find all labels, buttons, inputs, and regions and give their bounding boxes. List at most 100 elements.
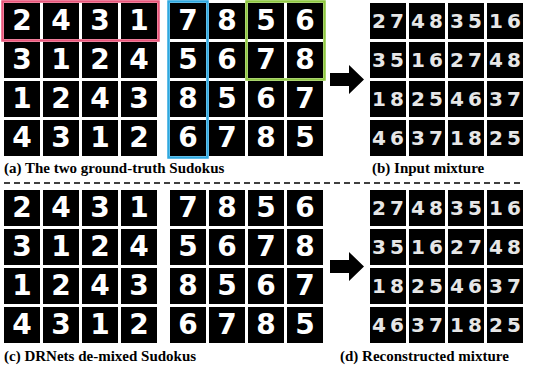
digit-label: 3 xyxy=(43,307,79,343)
mixture-digit: 3 xyxy=(370,42,388,78)
mixture-digit: 4 xyxy=(487,42,505,78)
mixture-digit: 5 xyxy=(466,190,484,226)
mixture-digit: 7 xyxy=(388,190,406,226)
digit-label: 7 xyxy=(170,3,206,39)
digit-label: 4 xyxy=(82,81,118,117)
mixture-digit: 5 xyxy=(427,268,445,304)
mixture-digit: 1 xyxy=(409,229,427,265)
mixture-digit: 7 xyxy=(388,3,406,39)
arrow-symbol xyxy=(330,65,364,94)
mixture-digit: 8 xyxy=(466,307,484,343)
digit-label: 3 xyxy=(4,229,40,265)
digit-label: 4 xyxy=(43,190,79,226)
mixture-digit: 1 xyxy=(370,81,388,117)
sudoku-grid xyxy=(4,3,157,156)
caption-label: (b) Input mixture xyxy=(372,158,484,178)
mixture-digit: 3 xyxy=(448,190,466,226)
caption-label: (d) Reconstructed mixture xyxy=(340,346,509,366)
digit-label: 8 xyxy=(170,81,206,117)
mixture-digit: 3 xyxy=(409,120,427,156)
digit-label: 2 xyxy=(43,268,79,304)
digit-label: 6 xyxy=(170,307,206,343)
digit-label: 2 xyxy=(121,120,157,156)
mixture-digit: 8 xyxy=(388,268,406,304)
mixture-digit: 8 xyxy=(427,190,445,226)
mixture-digit: 7 xyxy=(466,229,484,265)
mixture-digit: 6 xyxy=(505,190,523,226)
arrow-symbol xyxy=(330,252,364,281)
digit-label: 4 xyxy=(4,120,40,156)
mixture-digit: 3 xyxy=(448,3,466,39)
mixture-digit: 4 xyxy=(448,268,466,304)
digit-label: 2 xyxy=(4,190,40,226)
mixture-digit: 5 xyxy=(505,120,523,156)
mixture-digit: 7 xyxy=(505,268,523,304)
digit-label: 4 xyxy=(121,229,157,265)
digit-label: 1 xyxy=(121,3,157,39)
digit-label: 5 xyxy=(170,229,206,265)
digit-label: 7 xyxy=(209,120,245,156)
digit-label: 3 xyxy=(121,81,157,117)
digit-label: 4 xyxy=(82,268,118,304)
digit-label: 7 xyxy=(248,229,284,265)
digit-label: 7 xyxy=(170,190,206,226)
digit-label: 6 xyxy=(170,120,206,156)
digit-label: 3 xyxy=(4,42,40,78)
mixture-digit: 5 xyxy=(466,3,484,39)
sudoku-grid xyxy=(170,190,323,343)
mixture-digit: 8 xyxy=(505,42,523,78)
digit-label: 5 xyxy=(170,42,206,78)
mixture-digit: 8 xyxy=(427,3,445,39)
mixture-digit: 5 xyxy=(388,229,406,265)
mixture-digit: 6 xyxy=(388,120,406,156)
mixture-digit: 6 xyxy=(466,81,484,117)
digit-label: 8 xyxy=(248,120,284,156)
digit-label: 5 xyxy=(209,81,245,117)
digit-label: 8 xyxy=(170,268,206,304)
mixture-digit: 1 xyxy=(448,307,466,343)
mixture-digit: 4 xyxy=(448,81,466,117)
digit-label: 5 xyxy=(209,268,245,304)
mixture-digit: 7 xyxy=(466,42,484,78)
digit-label: 6 xyxy=(287,3,323,39)
mixture-digit: 2 xyxy=(487,307,505,343)
digit-label: 8 xyxy=(287,42,323,78)
mixture-grid xyxy=(370,190,523,343)
digit-label: 2 xyxy=(82,229,118,265)
digit-label: 1 xyxy=(82,307,118,343)
mixture-digit: 2 xyxy=(448,229,466,265)
mixture-digit: 4 xyxy=(370,120,388,156)
mixture-digit: 5 xyxy=(388,42,406,78)
mixture-digit: 2 xyxy=(409,268,427,304)
box-highlight xyxy=(247,2,325,80)
mixture-digit: 6 xyxy=(427,42,445,78)
digit-label: 2 xyxy=(4,3,40,39)
mixture-digit: 7 xyxy=(427,307,445,343)
caption-label: (c) DRNets de-mixed Sudokus xyxy=(4,346,196,366)
mixture-digit: 8 xyxy=(505,229,523,265)
digit-label: 1 xyxy=(4,81,40,117)
mixture-digit: 3 xyxy=(370,229,388,265)
mixture-digit: 4 xyxy=(370,307,388,343)
mixture-digit: 7 xyxy=(427,120,445,156)
mixture-digit: 6 xyxy=(505,3,523,39)
digit-label: 3 xyxy=(82,3,118,39)
mixture-digit: 8 xyxy=(388,81,406,117)
digit-label: 6 xyxy=(209,229,245,265)
mixture-digit: 4 xyxy=(409,190,427,226)
digit-label: 2 xyxy=(82,42,118,78)
column-highlight xyxy=(169,2,208,158)
mixture-digit: 8 xyxy=(466,120,484,156)
digit-label: 6 xyxy=(248,81,284,117)
digit-label: 4 xyxy=(43,3,79,39)
caption-label: (a) The two ground-truth Sudokus xyxy=(4,158,224,178)
mixture-digit: 4 xyxy=(487,229,505,265)
mixture-digit: 6 xyxy=(427,229,445,265)
digit-label: 5 xyxy=(248,3,284,39)
dashed-separator xyxy=(4,182,523,184)
mixture-digit: 3 xyxy=(487,81,505,117)
mixture-digit: 4 xyxy=(409,3,427,39)
digit-label: 7 xyxy=(287,268,323,304)
digit-label: 6 xyxy=(209,42,245,78)
digit-label: 7 xyxy=(287,81,323,117)
